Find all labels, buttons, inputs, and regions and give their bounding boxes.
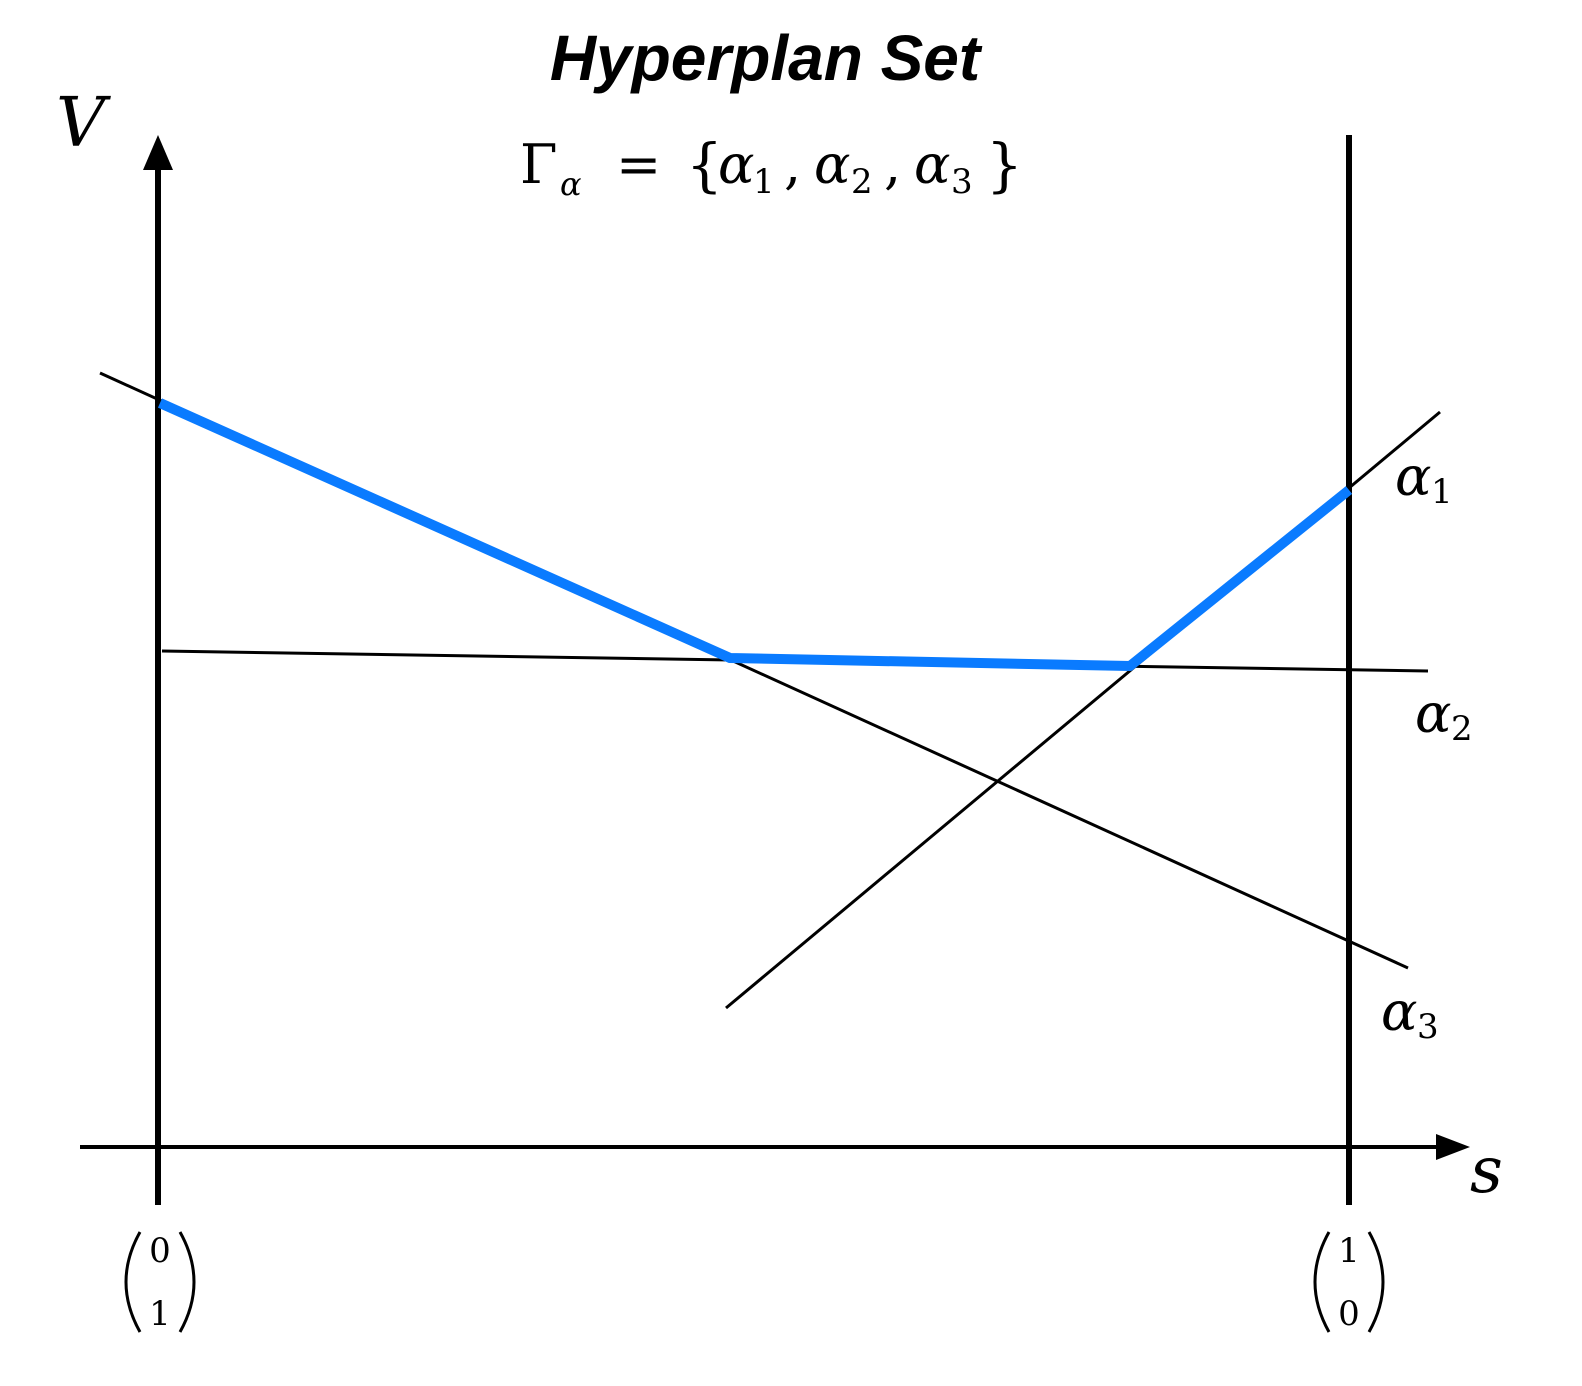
svg-text:1: 1 bbox=[1431, 472, 1453, 512]
svg-text:3: 3 bbox=[1417, 1007, 1439, 1047]
svg-text:α: α bbox=[1395, 445, 1431, 508]
alpha-2-label: α 2 bbox=[1415, 682, 1473, 749]
alpha-3-label: α 3 bbox=[1381, 980, 1439, 1047]
x-axis-label: s bbox=[1470, 1134, 1503, 1208]
left-vector-close-paren bbox=[178, 1231, 196, 1333]
x-axis-arrowhead bbox=[1436, 1134, 1470, 1160]
right-vector-top: 1 bbox=[1338, 1231, 1360, 1271]
formula-item-2: α bbox=[814, 133, 850, 196]
formula-item-1-sub: 1 bbox=[753, 162, 775, 202]
diagram-title: Hyperplan Set bbox=[550, 22, 983, 94]
svg-text:2: 2 bbox=[1451, 709, 1473, 749]
formula-item-1: α bbox=[718, 133, 754, 196]
right-belief-vector: 1 0 bbox=[1313, 1231, 1385, 1334]
y-axis-label: V bbox=[56, 84, 111, 163]
formula-item-3-sub: 3 bbox=[951, 162, 973, 202]
formula-open-brace: { bbox=[686, 131, 723, 199]
formula-sep-2: , bbox=[884, 133, 901, 196]
svg-text:α: α bbox=[1415, 682, 1451, 745]
right-vector-close-paren bbox=[1367, 1231, 1385, 1333]
y-axis-arrowhead bbox=[143, 135, 173, 170]
left-vector-bottom: 1 bbox=[149, 1294, 171, 1334]
value-function-envelope bbox=[157, 398, 1353, 671]
left-vector-open-paren bbox=[124, 1231, 142, 1333]
formula-item-3: α bbox=[914, 133, 950, 196]
left-belief-vector: 0 1 bbox=[124, 1231, 196, 1334]
alpha-1-label: α 1 bbox=[1395, 445, 1453, 512]
left-vector-top: 0 bbox=[149, 1231, 171, 1271]
svg-text:α: α bbox=[1381, 980, 1417, 1043]
formula-item-2-sub: 2 bbox=[851, 162, 873, 202]
formula-lhs-sub: α bbox=[560, 165, 582, 203]
right-vector-open-paren bbox=[1313, 1231, 1331, 1333]
formula-sep-1: , bbox=[784, 133, 801, 196]
formula-eq: = bbox=[616, 133, 661, 196]
gamma-set-formula: Γ α = { α 1 , α 2 , α 3 } bbox=[520, 131, 1023, 203]
formula-close-brace: } bbox=[986, 131, 1023, 199]
formula-lhs: Γ bbox=[520, 133, 557, 196]
right-vector-bottom: 0 bbox=[1338, 1294, 1360, 1334]
